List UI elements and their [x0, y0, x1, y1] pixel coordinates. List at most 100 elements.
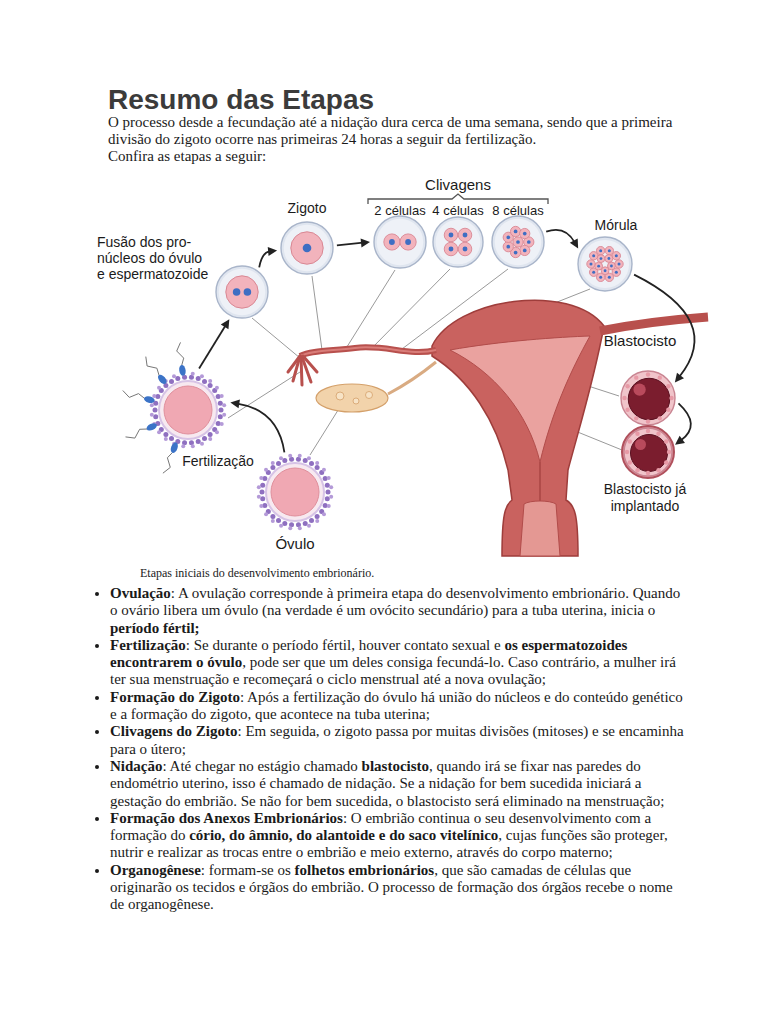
stage-label: Fertilização: [182, 453, 254, 469]
ovary: [316, 384, 388, 412]
art-shape: [646, 429, 650, 433]
art-shape: [506, 245, 510, 249]
cell-illustration: [623, 427, 673, 477]
art-shape: [634, 416, 638, 420]
art-shape: [264, 468, 268, 472]
art-shape: [208, 432, 213, 437]
art-shape: [658, 416, 662, 420]
art-shape: [523, 249, 527, 253]
cell-illustration: [215, 265, 269, 319]
art-shape: [400, 234, 416, 250]
art-shape: [298, 454, 302, 458]
art-shape: [200, 374, 204, 378]
art-shape: [444, 242, 458, 256]
follicle: [366, 392, 373, 399]
art-shape: [587, 260, 595, 268]
art-shape: [152, 394, 156, 398]
art-shape: [510, 226, 520, 236]
art-shape: [181, 444, 185, 448]
step-list: Ovulação: A ovulação corresponde à prime…: [92, 585, 685, 914]
art-shape: [646, 419, 650, 423]
sperm-tail: [123, 391, 145, 399]
art-shape: [150, 403, 154, 407]
art-shape: [599, 249, 602, 252]
left-tube: [300, 347, 436, 356]
art-shape: [592, 271, 595, 274]
leader-line: [252, 318, 300, 358]
stage-arrow: [230, 399, 284, 452]
step-text: : Se durante o período fértil, houver co…: [186, 637, 505, 653]
art-shape: [259, 504, 263, 508]
step-item: Ovulação: A ovulação corresponde à prime…: [110, 585, 685, 637]
art-shape: [405, 239, 411, 245]
step-text: : A ovulação corresponde à primeira etap…: [110, 585, 680, 618]
art-shape: [276, 518, 281, 523]
art-shape: [208, 437, 212, 441]
art-shape: [463, 247, 468, 252]
left-tube-lumen: [300, 347, 436, 356]
arrow-head: [675, 436, 685, 445]
art-shape: [449, 233, 454, 238]
uterine-cavity: [450, 336, 590, 462]
art-shape: [266, 463, 324, 521]
stage-node: Óvulo: [257, 454, 333, 530]
step-term: Clivagens do Zigoto: [110, 723, 238, 739]
art-shape: [612, 252, 620, 260]
art-shape: [153, 408, 158, 413]
sperm-tail: [177, 342, 184, 365]
art-shape: [635, 432, 639, 436]
step-term: folhetos embrionários: [295, 862, 435, 878]
stage-label: 2 células: [374, 203, 425, 218]
art-shape: [216, 266, 268, 318]
art-shape: [633, 383, 645, 395]
art-shape: [656, 468, 660, 472]
sperm-head: [178, 364, 186, 376]
art-shape: [169, 379, 174, 384]
stage-label: Fusão dos pro-núcleos do óvulo e esperma…: [97, 234, 213, 282]
stage-label: 4 células: [432, 203, 483, 218]
stage-node: Mórula: [577, 236, 633, 292]
cell-illustration: [432, 216, 484, 268]
arrow-line: [634, 275, 694, 377]
stage-node: 4 células: [432, 216, 484, 268]
cell-illustration: [280, 221, 334, 275]
art-shape: [664, 460, 668, 464]
stage-label: Mórula: [595, 217, 638, 233]
art-shape: [270, 514, 275, 519]
arrow-line: [199, 325, 226, 368]
stage-arrow: [199, 319, 229, 368]
art-shape: [175, 376, 180, 381]
art-shape: [449, 247, 454, 252]
art-shape: [458, 242, 472, 256]
art-shape: [597, 255, 605, 263]
art-shape: [600, 257, 603, 260]
fimbria: [293, 356, 300, 381]
art-shape: [605, 255, 613, 263]
step-item: Formação do Zigoto: Após a fertilização …: [110, 689, 685, 724]
step-term: Formação do Zigoto: [110, 689, 240, 705]
art-shape: [303, 521, 308, 526]
uterus-body: [432, 300, 604, 556]
art-shape: [307, 456, 311, 460]
intro-text: O processo desde a fecundação até a nida…: [108, 114, 683, 148]
art-shape: [315, 461, 319, 465]
art-shape: [625, 450, 629, 454]
art-shape: [281, 222, 333, 274]
arrow-line: [259, 251, 270, 267]
art-shape: [202, 436, 207, 441]
art-shape: [516, 240, 520, 244]
art-shape: [191, 372, 195, 376]
art-shape: [604, 269, 607, 272]
stage-arrow: [634, 275, 694, 383]
art-shape: [191, 444, 195, 448]
art-shape: [607, 257, 610, 260]
art-shape: [282, 521, 287, 526]
art-shape: [226, 276, 258, 308]
cell-illustration: [491, 215, 545, 269]
step-item: Nidação: Até chegar no estágio chamado b…: [110, 758, 685, 810]
art-shape: [615, 260, 623, 268]
stage-node: 8 células: [491, 215, 545, 269]
art-shape: [309, 461, 314, 466]
